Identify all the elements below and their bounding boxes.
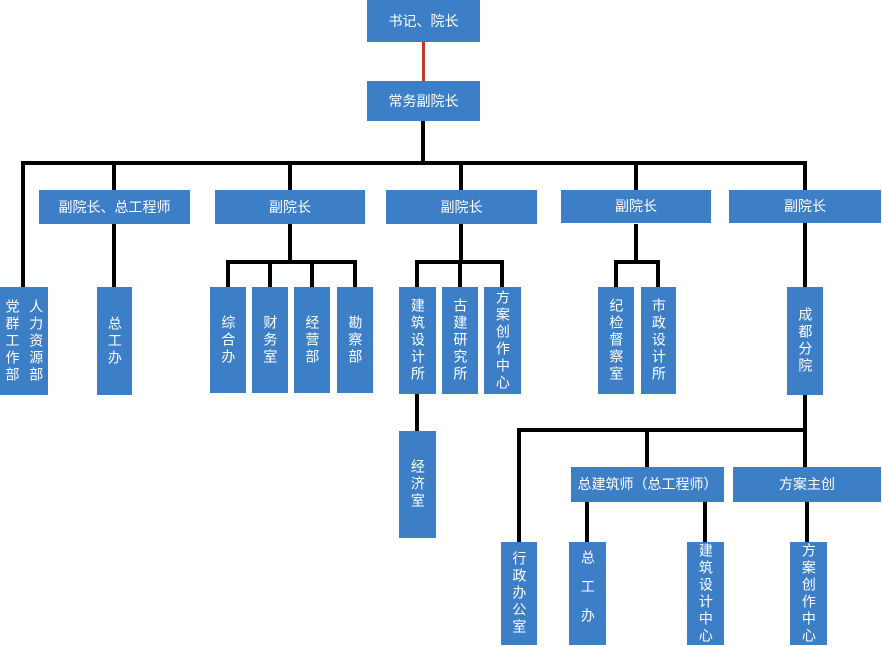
node-admin-office[interactable]: 行政办公室 xyxy=(501,542,537,645)
node-municipal-design-institute[interactable]: 市政设计所 xyxy=(641,287,676,394)
node-ancient-architecture-institute[interactable]: 古建研究所 xyxy=(442,287,478,394)
connector-line xyxy=(459,165,463,190)
connector-line xyxy=(288,224,292,264)
connector-line xyxy=(634,165,638,190)
node-economics-office[interactable]: 经济室 xyxy=(399,431,436,538)
connector-line xyxy=(634,224,638,264)
connector-line xyxy=(112,224,116,287)
node-chief-engineer-office[interactable]: 总工办 xyxy=(97,287,132,395)
connector-line xyxy=(614,260,618,287)
main-bus-line xyxy=(21,161,807,165)
party-masses-dept-label: 党群工作部 xyxy=(4,298,21,384)
connector-line xyxy=(226,260,230,287)
node-vice-dean-5[interactable]: 副院长 xyxy=(729,190,881,223)
connector-line xyxy=(226,260,357,264)
connector-line xyxy=(353,260,357,287)
node-finance-office[interactable]: 财务室 xyxy=(252,287,288,393)
connector-line xyxy=(803,161,807,190)
node-operations-dept[interactable]: 经营部 xyxy=(294,287,330,393)
connector-line xyxy=(310,260,314,287)
connector-line xyxy=(458,260,462,287)
node-discipline-inspection-office[interactable]: 纪检督察室 xyxy=(598,287,634,394)
node-concept-lead[interactable]: 方案主创 xyxy=(733,467,881,502)
connector-line xyxy=(415,394,419,431)
connector-line xyxy=(803,428,807,467)
node-general-office[interactable]: 综合办 xyxy=(210,287,246,393)
connector-line xyxy=(656,260,660,287)
connector-line xyxy=(459,224,463,264)
hr-dept-label: 人力资源部 xyxy=(28,298,45,384)
node-vice-dean-4[interactable]: 副院长 xyxy=(561,190,711,223)
node-executive-vice-dean[interactable]: 常务副院长 xyxy=(367,81,480,121)
node-concept-creation-center[interactable]: 方案创作中心 xyxy=(484,287,521,394)
node-architectural-design-center[interactable]: 建筑设计中心 xyxy=(687,542,724,645)
connector-line xyxy=(614,260,660,264)
node-vice-dean-3[interactable]: 副院长 xyxy=(386,190,537,224)
connector-line xyxy=(585,502,589,542)
connector-line xyxy=(421,121,425,163)
node-vice-dean-2[interactable]: 副院长 xyxy=(215,190,365,224)
node-party-masses-and-hr-dept[interactable]: 党群工作部人力资源部 xyxy=(0,287,48,395)
connector-line xyxy=(500,260,504,287)
connector-line xyxy=(803,395,807,432)
connector-line xyxy=(805,502,809,542)
node-chief-engineer-office-branch[interactable]: 总工办 xyxy=(569,542,606,645)
node-concept-creation-center-branch[interactable]: 方案创作中心 xyxy=(790,542,827,645)
node-chief-architect-chief-engineer[interactable]: 总建筑师（总工程师） xyxy=(571,467,724,502)
connector-line xyxy=(415,260,419,287)
node-vice-dean-chief-engineer[interactable]: 副院长、总工程师 xyxy=(39,190,190,224)
connector-line xyxy=(288,165,292,190)
node-chengdu-branch[interactable]: 成都分院 xyxy=(787,287,823,395)
connector-line xyxy=(645,428,649,467)
connector-line xyxy=(268,260,272,287)
connector-line xyxy=(517,428,807,432)
connector-line xyxy=(21,161,25,287)
node-architectural-design-institute[interactable]: 建筑设计所 xyxy=(399,287,436,394)
connector-line xyxy=(703,502,707,542)
connector-line xyxy=(517,428,521,542)
node-survey-dept[interactable]: 勘察部 xyxy=(337,287,373,393)
node-secretary-dean[interactable]: 书记、院长 xyxy=(367,0,480,42)
root-connector-line xyxy=(422,42,425,81)
connector-line xyxy=(803,223,807,287)
connector-line xyxy=(112,165,116,190)
